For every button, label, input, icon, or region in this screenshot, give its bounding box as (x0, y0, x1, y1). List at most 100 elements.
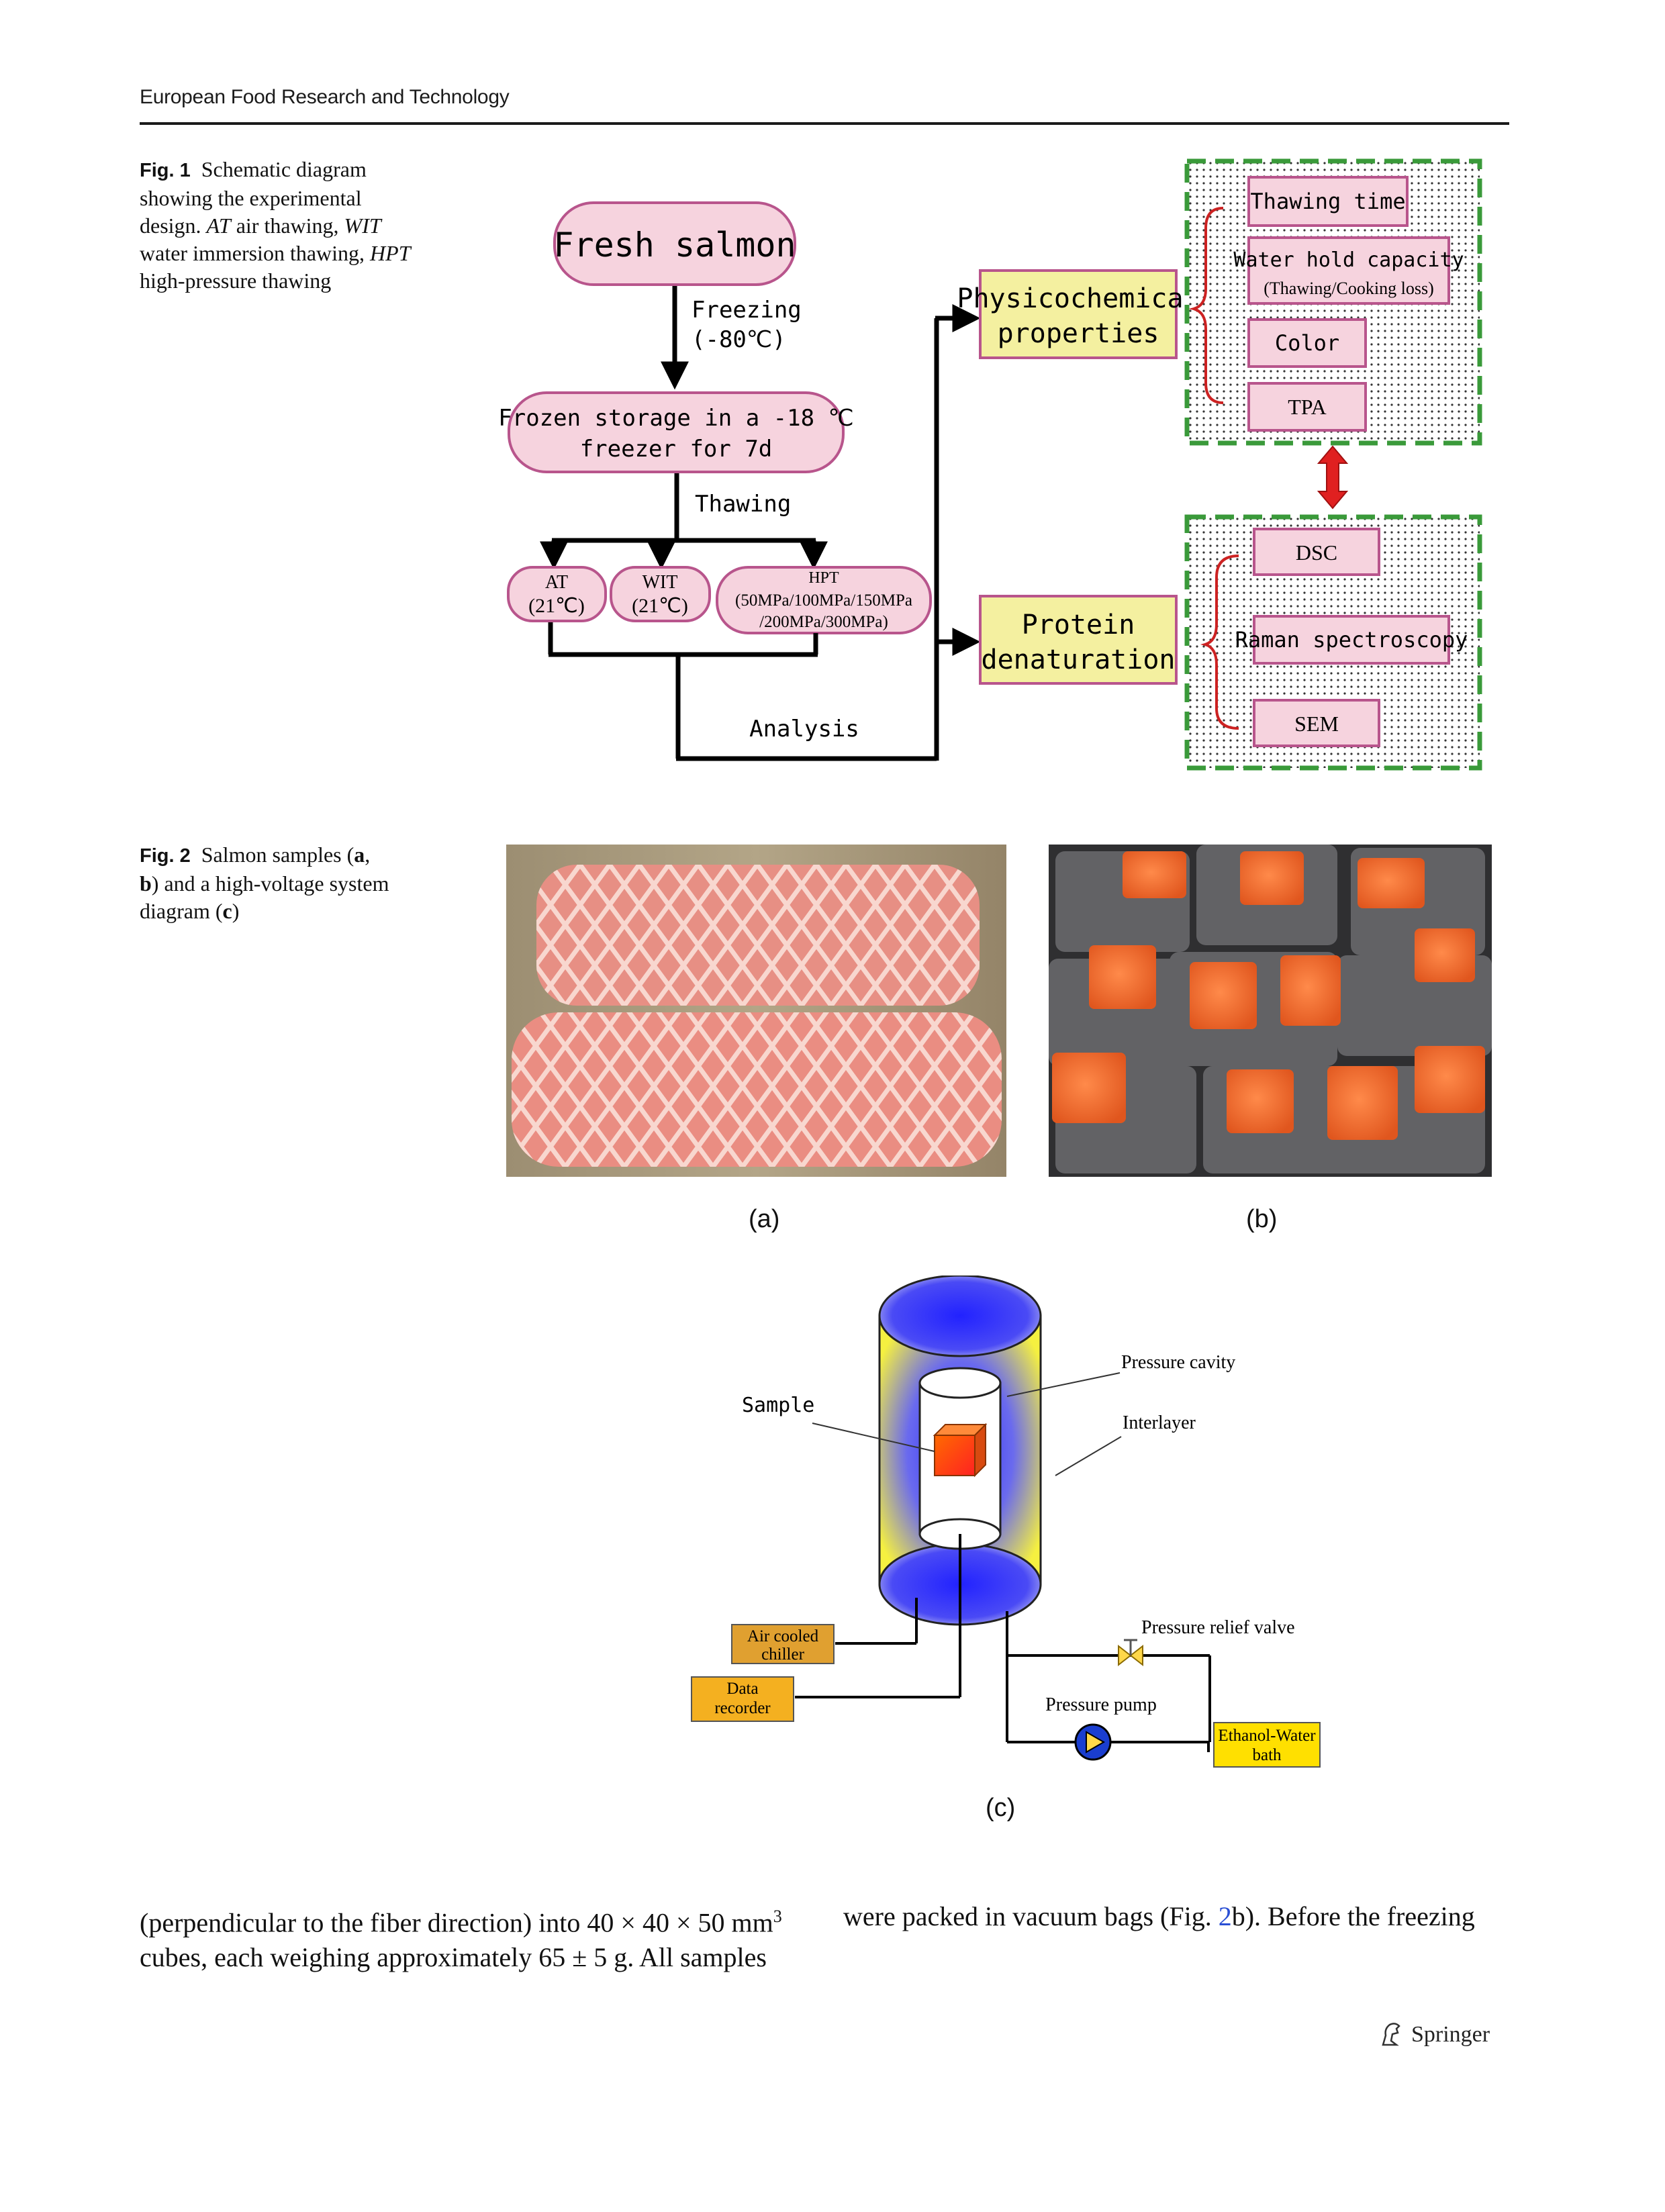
protein-line2: denaturation (982, 644, 1176, 675)
body-text-line: b). Before the freezing (1231, 1901, 1475, 1931)
fig1-flow-diagram: Fresh salmon Freezing (-80℃) Frozen stor… (498, 158, 1482, 771)
fig1-abbr: AT (206, 213, 231, 238)
raman-label: Raman spectroscopy (1235, 627, 1468, 653)
fig1-label: Fig. 1 (140, 160, 191, 181)
recorder-line1: Data (726, 1680, 758, 1698)
sublabel-c: (c) (986, 1794, 1016, 1822)
bath-line1: Ethanol-Water (1218, 1727, 1316, 1745)
salmon-cube (1415, 928, 1475, 982)
fig1-caption-text: Schematic diagram (201, 157, 367, 181)
body-text-line: (perpendicular to the fiber direction) i… (140, 1907, 773, 1938)
fig2-caption-text: , (365, 843, 371, 867)
freezing-label: Freezing (692, 297, 802, 324)
fillet-top (536, 865, 980, 1006)
chiller-line2: chiller (761, 1645, 805, 1664)
publisher-name: Springer (1411, 2022, 1490, 2047)
physicochemical-line1: Physicochemical (957, 283, 1199, 314)
journal-name: European Food Research and Technology (140, 86, 510, 108)
vacuum-packed-samples-photo (1049, 845, 1492, 1177)
sample-callout-line (812, 1423, 935, 1452)
recorder-line2: recorder (714, 1699, 771, 1717)
body-right-column: were packed in vacuum bags (Fig. 2b). Be… (843, 1899, 1515, 1934)
fig1-caption-text: air thawing, (230, 213, 344, 238)
header-rule (140, 122, 1509, 125)
freezing-temp: (-80℃) (692, 326, 786, 353)
fresh-salmon-box (553, 201, 796, 286)
interlayer-callout-line (1055, 1436, 1122, 1476)
wit-label: WIT (643, 572, 678, 593)
salmon-cube (1358, 858, 1425, 908)
thawing-time-box (1247, 176, 1409, 227)
publisher-footer: Springer (1376, 2021, 1490, 2049)
salmon-cube (1415, 1046, 1485, 1113)
fig1-caption: Fig. 1 Schematic diagram showing the exp… (140, 156, 448, 295)
data-recorder-box (691, 1676, 794, 1722)
sem-label: SEM (1294, 712, 1339, 736)
color-box (1247, 318, 1367, 368)
whc-line2: (Thawing/Cooking loss) (1264, 279, 1434, 298)
dsc-label: DSC (1296, 540, 1337, 565)
protein-brace (1200, 555, 1239, 730)
relief-valve-label: Pressure relief valve (1141, 1617, 1295, 1638)
fig1-abbr: WIT (344, 213, 381, 238)
fig2-caption-text: ) and a high-voltage system (151, 871, 389, 896)
tpa-box (1247, 382, 1367, 432)
pressure-cavity-label: Pressure cavity (1121, 1352, 1235, 1373)
body-left-column: (perpendicular to the fiber direction) i… (140, 1899, 811, 1975)
interlayer-label: Interlayer (1123, 1412, 1196, 1433)
at-box (507, 566, 607, 622)
hpt-pressures-line1: (50MPa/100MPa/150MPa (735, 591, 912, 610)
fresh-salmon-label: Fresh salmon (553, 226, 796, 265)
fig2-caption-text: Salmon samples ( (201, 843, 354, 867)
dsc-box (1253, 528, 1380, 576)
protein-line1: Protein (1022, 610, 1135, 640)
hpt-label: HPT (808, 569, 839, 587)
salmon-cube (1089, 945, 1156, 1009)
air-cooled-chiller-box (731, 1624, 835, 1664)
fig2-caption-ref: b (140, 871, 152, 896)
physicochemical-box (979, 269, 1178, 359)
at-label: AT (545, 572, 568, 593)
fig2-caption-text: ) (232, 899, 240, 923)
frozen-storage-box (508, 391, 845, 473)
wit-box (610, 566, 711, 622)
ethanol-water-bath-box (1213, 1722, 1321, 1768)
color-label: Color (1275, 330, 1339, 356)
fig2-caption: Fig. 2 Salmon samples (a, b) and a high-… (140, 841, 448, 925)
salmon-cube (1327, 1066, 1398, 1140)
fig1-caption-text: showing the experimental (140, 186, 362, 210)
salmon-cube (1190, 962, 1257, 1029)
bath-line2: bath (1252, 1746, 1282, 1764)
cavity-callout-line (1006, 1372, 1121, 1397)
fig2-caption-ref: c (222, 899, 232, 923)
salmon-fillets-photo (506, 845, 1006, 1177)
springer-horse-icon (1382, 2023, 1400, 2046)
sublabel-a: (a) (749, 1205, 780, 1233)
fig1-abbr: HPT (370, 241, 411, 265)
hpt-box (716, 566, 932, 634)
fig2-caption-ref: a (354, 843, 365, 867)
figure-reference-link[interactable]: 2 (1218, 1901, 1232, 1931)
fillet-bottom (512, 1012, 1002, 1167)
body-text-line: were packed in vacuum bags (Fig. (843, 1901, 1219, 1931)
sample-label: Sample (742, 1394, 814, 1417)
tpa-label: TPA (1288, 395, 1327, 419)
high-pressure-system-diagram: Sample Pressure cavity Interlayer Air co… (691, 1276, 1321, 1768)
physicochemical-line2: properties (998, 318, 1159, 349)
thawing-time-label: Thawing time (1250, 189, 1405, 214)
fig2-caption-text: diagram ( (140, 899, 223, 923)
pressure-pump-label: Pressure pump (1045, 1694, 1157, 1715)
fig1-caption-text: high-pressure thawing (140, 269, 332, 293)
protein-denaturation-box (979, 595, 1178, 685)
physico-brace (1188, 207, 1224, 404)
pressure-relief-valve-icon (1118, 1639, 1143, 1667)
salmon-cube (1123, 851, 1186, 898)
wit-temp: (21℃) (632, 595, 688, 617)
salmon-cube (1052, 1053, 1126, 1123)
salmon-cube (1280, 955, 1341, 1026)
frozen-storage-line1: Frozen storage in a -18 ℃ (498, 405, 853, 432)
at-temp: (21℃) (528, 595, 585, 617)
pressure-pump-icon (1074, 1723, 1112, 1761)
water-hold-capacity-box (1247, 236, 1450, 305)
whc-line1: Water hold capacity (1233, 248, 1464, 272)
